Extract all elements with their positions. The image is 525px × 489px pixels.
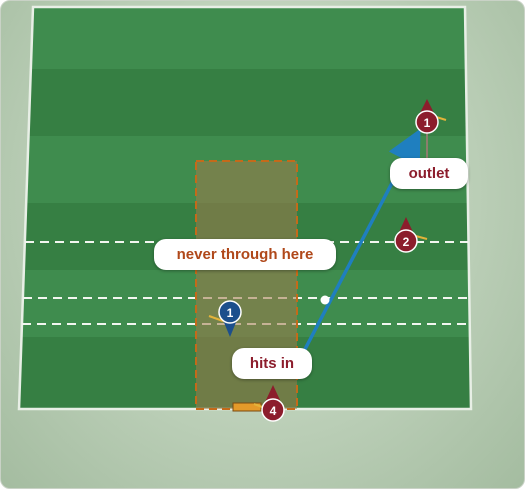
map-pin-icon: 2 bbox=[394, 217, 428, 253]
marker-number: 4 bbox=[270, 404, 277, 418]
map-pin-icon: 4 bbox=[253, 385, 285, 422]
outlet-label: outlet bbox=[390, 158, 468, 189]
pitch-boundary bbox=[17, 5, 473, 411]
marker-number: 2 bbox=[403, 235, 410, 249]
never-through-label: never through here bbox=[154, 239, 336, 270]
marker-number: 1 bbox=[424, 116, 431, 130]
ball-icon bbox=[320, 295, 330, 305]
marker-number: 1 bbox=[227, 306, 234, 320]
map-pin-icon: 1 bbox=[208, 300, 242, 337]
hits-in-label: hits in bbox=[232, 348, 312, 379]
map-pin-icon: 1 bbox=[415, 99, 447, 161]
